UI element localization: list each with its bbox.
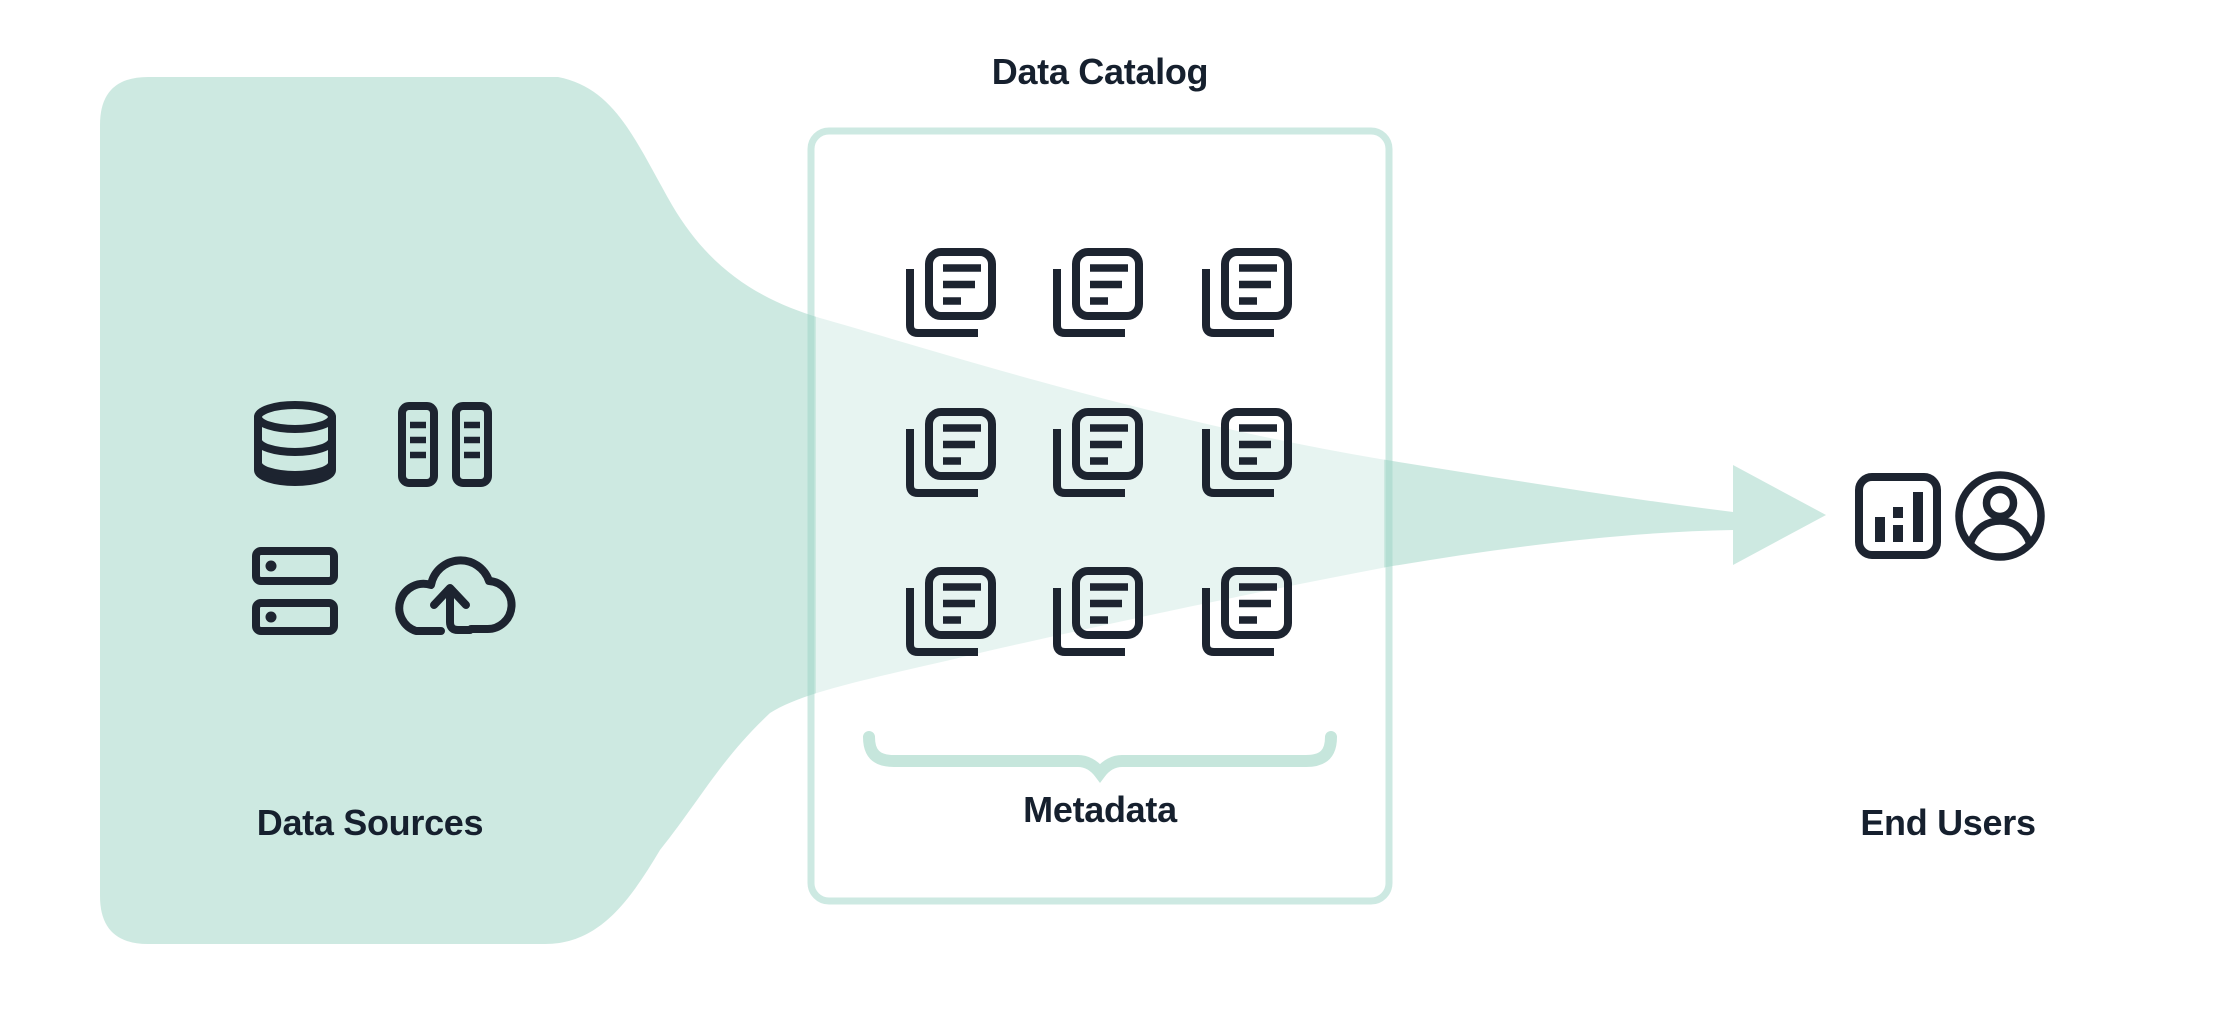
metadata-brace — [863, 731, 1337, 783]
storage-drives-icon — [252, 547, 338, 635]
bar-chart-icon — [1855, 473, 1941, 559]
cloud-upload-icon — [395, 556, 516, 635]
database-icon — [254, 401, 336, 486]
user-circle-icon — [1955, 471, 2045, 561]
catalog-title: Data Catalog — [992, 51, 1208, 92]
data-sources-label: Data Sources — [257, 802, 484, 843]
end-users-label: End Users — [1860, 802, 2035, 843]
server-rack-icon — [398, 402, 492, 487]
metadata-label: Metadata — [1023, 789, 1178, 830]
catalog-box-veil — [816, 136, 1384, 896]
